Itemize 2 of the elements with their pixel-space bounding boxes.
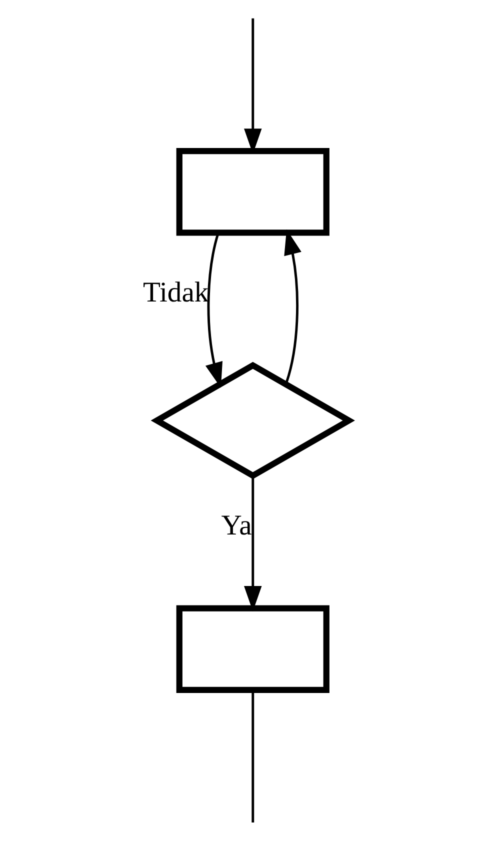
edge-label: Tidak (143, 277, 209, 308)
edge-label: Ya (221, 510, 252, 542)
